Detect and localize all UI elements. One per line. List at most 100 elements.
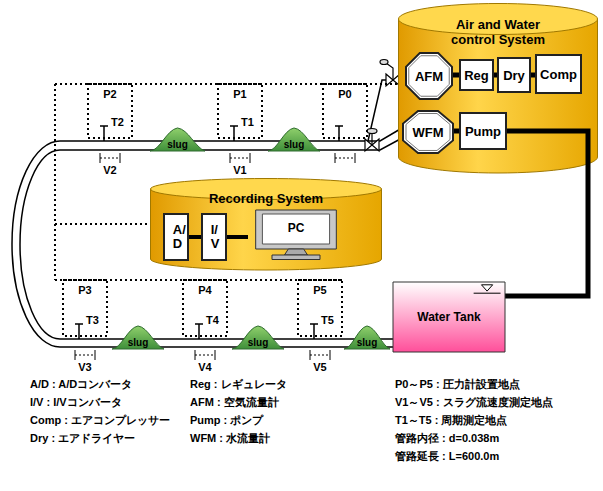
device-label: PC [288,221,305,236]
key-entry: P0～P5 : 圧力計設置地点 [395,378,520,391]
text-holder: WFM [403,111,453,153]
water-level-mark [481,285,492,291]
key-entry: V1～V5 : スラグ流速度測定地点 [395,396,553,409]
slug-shape [268,128,320,151]
device-label: WFM [412,125,443,140]
device-label: A/D [173,223,180,252]
device-label: I/V [211,223,218,252]
octagon-inner [409,56,449,96]
signal-line [54,84,56,280]
text-holder: A/D [164,214,188,260]
slug-label: slug [284,139,305,150]
valves [365,60,400,152]
text-holder: Air and Water control System [438,17,558,47]
system-cylinder: Air and Water control SystemAFM Reg Dry Com… [398,3,598,173]
period-gauge [75,324,83,339]
octagon-inner [406,114,450,151]
text-holder: Dry [498,58,530,92]
box-shape [460,60,493,90]
device-label: Pump [465,124,501,139]
slug-body: slug [150,127,205,151]
pipe-wall [60,346,393,348]
valve-stem [386,63,393,80]
pipe [12,80,406,347]
text-holder: Comp [536,55,581,93]
text-holder: slug [232,325,284,349]
key-entry: I/V : I/Vコンバータ [30,396,122,409]
period-point: T2 [111,116,124,129]
water-level [474,293,501,294]
slug-body: slug [112,325,164,349]
valve-handle [380,60,388,65]
key-entry: Comp : エアコンプレッサー [30,414,170,427]
flowmeter-octagon: AFM [406,53,452,99]
text-holder: slug [112,325,164,349]
gauges [75,126,343,339]
device-box: Comp [536,55,581,93]
pc-monitor: PC [248,210,344,260]
text-holder: Recording System [156,191,376,206]
text-holder: AFM [406,53,452,99]
converter-box: A/D [164,214,188,260]
slug-body: slug [232,325,284,349]
device-label: Dry [503,68,525,83]
pressure-point: P3 [78,284,91,297]
key-entry: T1～T5 : 周期測定地点 [395,414,507,427]
device-label: Comp [540,67,577,82]
slug-shape [150,128,205,151]
speed-point: V1 [233,164,246,177]
sensor-frame [218,84,262,138]
key-entry: WFM : 水流量計 [190,432,270,445]
speed-point: V2 [103,164,116,177]
box-shape [536,55,581,93]
key-entry: A/D : A/Dコンバータ [30,378,132,391]
signal-line [55,223,150,225]
signal-line [55,83,398,85]
device-box: Pump [460,113,506,149]
period-gauge [100,126,108,141]
speed-point: V4 [198,361,211,374]
valve-handle [367,129,377,134]
slug-label: slug [357,337,378,348]
slug-shape [344,326,390,349]
slug-body: slug [344,325,390,349]
pipe-wall [60,338,393,340]
speed-point: V3 [78,361,91,374]
text-holder: slug [344,325,390,349]
system-title: Air and Water control System [438,17,558,47]
slug-shape [232,326,284,349]
sensor-frame [183,280,227,336]
text-holder: slug [268,127,320,151]
slug-shape [112,326,164,349]
text-holder: Water Tank [393,282,505,352]
slug-body: slug [268,127,320,151]
key-entry: 管路延長 : L=600.0m [395,450,499,463]
pipe-bend [12,141,60,347]
period-gauge [195,324,203,339]
slug-label: slug [248,337,269,348]
sensor-frame [88,84,132,138]
cylinder-body [151,189,382,270]
system-cylinder: Recording SystemA/D I/V PC [150,178,382,270]
signal-lines [55,84,398,336]
box-shape [164,214,188,260]
tank-shape [393,282,505,352]
slug-label: slug [128,337,149,348]
text-holder: PC [248,210,344,260]
device-label: Reg [464,68,489,83]
text-holder: slug [150,127,205,151]
period-point: T5 [321,314,334,327]
device-label: AFM [415,69,443,84]
slug-label: slug [167,139,188,150]
box-shape [498,58,530,92]
valve-stem [371,133,372,145]
period-point: T1 [241,116,254,129]
key-entry: AFM : 空気流量計 [190,396,279,409]
pipe-wall [60,128,402,141]
system-title: Recording System [156,191,376,206]
period-gauge [335,126,343,141]
box-shape [202,214,226,260]
flowmeter-octagon: WFM [403,111,453,153]
monitor-stand [284,249,307,255]
